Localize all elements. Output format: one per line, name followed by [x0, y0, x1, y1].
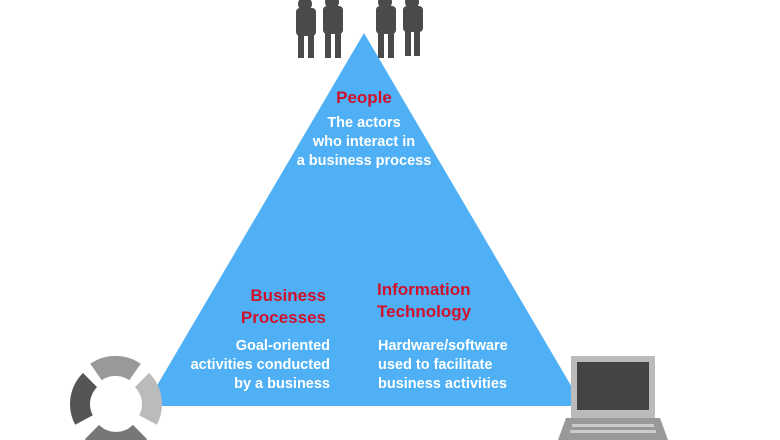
heading-line: Processes — [240, 308, 326, 327]
information-technology-heading: Information Technology — [377, 279, 527, 323]
information-technology-description: Hardware/software used to facilitate bus… — [378, 337, 568, 394]
heading-line: Information — [377, 280, 471, 299]
description-line: Hardware/software — [378, 338, 508, 354]
laptop-icon — [558, 356, 668, 440]
cycle-arrows-icon — [70, 355, 162, 440]
people-line: a business process — [296, 153, 432, 169]
pyramid-triangle — [145, 33, 583, 406]
description-line: activities conducted — [190, 357, 330, 373]
heading-line: Technology — [377, 302, 472, 321]
description-line: Goal-oriented — [235, 338, 330, 354]
people-line: who interact in — [312, 134, 416, 150]
heading-line: Business — [250, 286, 326, 305]
description-line: used to facilitate — [378, 357, 493, 373]
business-processes-heading: Business Processes — [190, 285, 326, 329]
business-processes-description: Goal-oriented activities conducted by a … — [150, 337, 330, 394]
description-line: business activities — [378, 376, 507, 392]
description-line: by a business — [234, 376, 330, 392]
people-line: The actors — [327, 115, 401, 131]
people-heading: People — [336, 88, 392, 107]
people-silhouettes-icon — [296, 0, 423, 58]
people-description: The actors who interact in a business pr… — [270, 114, 458, 171]
